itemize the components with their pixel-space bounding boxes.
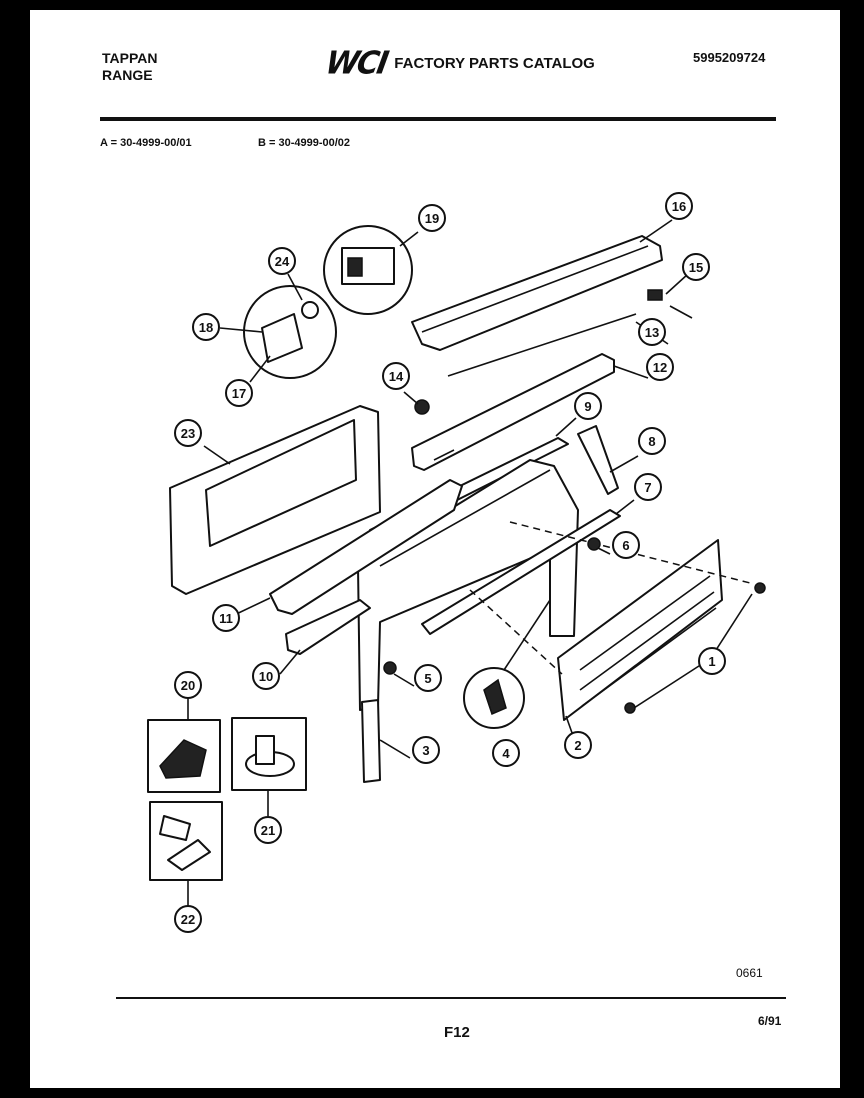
callout-label-8: 8	[648, 434, 655, 449]
detail-circle-4	[463, 599, 551, 729]
callout-label-17: 17	[232, 386, 246, 401]
callout-23: 23	[174, 419, 202, 447]
callout-label-18: 18	[199, 320, 213, 335]
model-b-label: B = 30-4999-00/02	[258, 137, 351, 149]
catalog-number: 5995209724	[693, 50, 766, 65]
part-11-trim	[269, 479, 463, 615]
brand-line-2: RANGE	[102, 67, 153, 83]
callout-label-5: 5	[424, 671, 431, 686]
part-14-knob	[414, 399, 430, 415]
callout-18: 18	[192, 313, 220, 341]
callout-label-22: 22	[181, 912, 195, 927]
callout-label-19: 19	[425, 211, 439, 226]
callout-7: 7	[634, 473, 662, 501]
catalog-header: WCI FACTORY PARTS CATALOG	[323, 45, 595, 82]
callout-4: 4	[492, 739, 520, 767]
callout-9: 9	[574, 392, 602, 420]
part-10-trim	[285, 599, 371, 655]
part-16-top-trim	[411, 235, 663, 351]
drawing-code: 0661	[736, 966, 763, 980]
callout-15: 15	[682, 253, 710, 281]
callout-label-24: 24	[275, 254, 290, 269]
callout-label-7: 7	[644, 480, 651, 495]
part-1-screws	[624, 582, 766, 714]
callout-17: 17	[225, 379, 253, 407]
callout-1: 1	[698, 647, 726, 675]
part-15-clip	[647, 289, 693, 319]
callout-22: 22	[174, 905, 202, 933]
callout-label-6: 6	[622, 538, 629, 553]
callout-5: 5	[414, 664, 442, 692]
parts-catalog-sheet: TAPPAN RANGE WCI FACTORY PARTS CATALOG 5…	[30, 10, 840, 1088]
callout-label-23: 23	[181, 426, 195, 441]
part-8-bracket	[577, 425, 619, 495]
part-2-control-panel	[557, 539, 723, 721]
part-22-bracket-box	[149, 801, 223, 881]
callout-24: 24	[268, 247, 296, 275]
callout-label-11: 11	[219, 611, 233, 626]
callout-12: 12	[646, 353, 674, 381]
callout-10: 10	[252, 662, 280, 690]
callout-20: 20	[174, 671, 202, 699]
callout-label-20: 20	[181, 678, 195, 693]
revision-date: 6/91	[758, 1014, 782, 1028]
callout-16: 16	[665, 192, 693, 220]
callout-label-12: 12	[653, 360, 667, 375]
callout-label-1: 1	[708, 654, 715, 669]
exploded-parts-diagram: 1 2 3 4 5 6 7 8	[147, 192, 766, 933]
detail-circle-17-18-24	[243, 285, 337, 379]
part-23-glass-panel	[169, 405, 381, 595]
callout-6: 6	[612, 531, 640, 559]
callout-3: 3	[412, 736, 440, 764]
callout-2: 2	[564, 731, 592, 759]
callout-11: 11	[212, 604, 240, 632]
callout-label-3: 3	[422, 743, 429, 758]
callout-label-10: 10	[259, 669, 273, 684]
part-6-grommet	[587, 537, 601, 551]
callout-19: 19	[418, 204, 446, 232]
footer-divider	[116, 997, 786, 999]
callout-label-4: 4	[502, 746, 510, 761]
callout-label-9: 9	[584, 399, 591, 414]
brand-line-1: TAPPAN	[102, 50, 158, 66]
callout-label-21: 21	[261, 823, 275, 838]
part-20-switch-box	[147, 719, 221, 793]
model-a-label: A = 30-4999-00/01	[100, 137, 192, 149]
callout-14: 14	[382, 362, 410, 390]
part-13-rod	[447, 313, 637, 377]
page-number: F12	[444, 1024, 470, 1041]
callout-label-15: 15	[689, 260, 703, 275]
detail-circle-19	[323, 225, 413, 315]
callout-21: 21	[254, 816, 282, 844]
part-21-thermostat-box	[231, 717, 307, 791]
part-7-rail	[421, 509, 621, 635]
part-3-leg	[361, 699, 381, 783]
header-divider	[100, 117, 776, 121]
catalog-title: FACTORY PARTS CATALOG	[394, 55, 595, 72]
part-12-channel	[411, 353, 615, 471]
part-5-grommet	[383, 661, 397, 675]
callout-label-13: 13	[645, 325, 659, 340]
brand-label: TAPPAN RANGE	[102, 50, 157, 84]
callout-label-2: 2	[574, 738, 581, 753]
callout-13: 13	[638, 318, 666, 346]
callout-label-14: 14	[389, 369, 404, 384]
callout-label-16: 16	[672, 199, 686, 214]
callout-8: 8	[638, 427, 666, 455]
